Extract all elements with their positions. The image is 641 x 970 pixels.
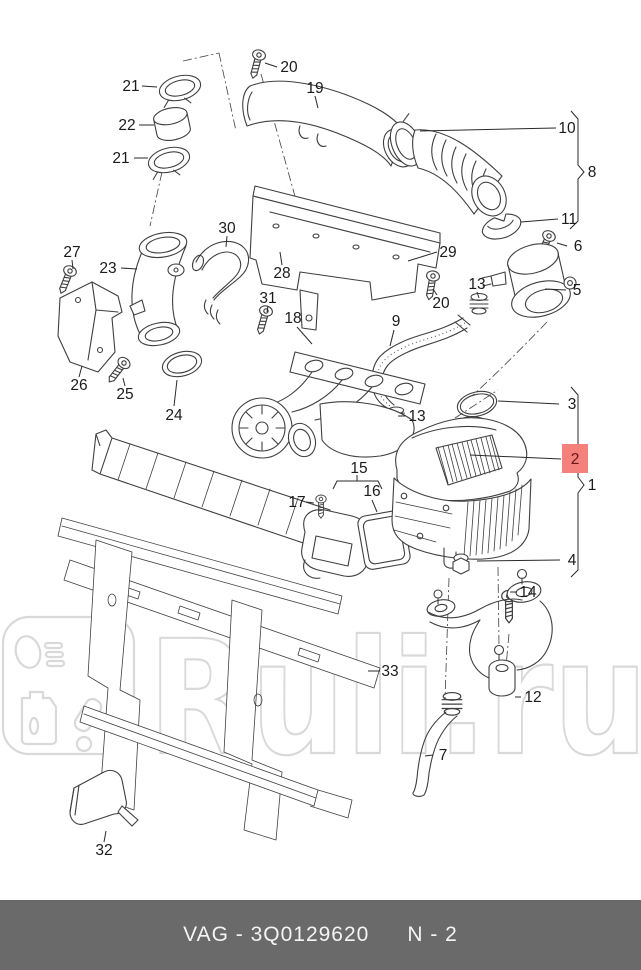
- part-28-bracket-plate: [249, 185, 441, 331]
- callout-14: 14: [519, 584, 537, 601]
- leader-lines: [71, 62, 585, 843]
- part-12-support-bracket: [426, 568, 553, 697]
- callout-24: 24: [165, 407, 183, 424]
- callout-1: 1: [588, 477, 597, 494]
- callout-33: 33: [381, 663, 398, 680]
- callout-labels: 21 22 21 20 19 10 8 11 6 5 27 23 30 28 3…: [63, 59, 596, 859]
- callout-23: 23: [99, 260, 116, 277]
- part-21-clamp-upper: [158, 74, 202, 108]
- part-24-gasket: [161, 350, 203, 378]
- part-23-coolant-pipe: [129, 231, 188, 347]
- callout-18: 18: [284, 310, 301, 327]
- bracket-group-1: [570, 386, 585, 578]
- callout-11: 11: [561, 211, 577, 228]
- footer-catalog-code: VAG - 3Q0129620: [183, 923, 370, 946]
- callout-21-lower: 21: [112, 150, 129, 167]
- callout-8: 8: [588, 164, 597, 181]
- callout-28: 28: [273, 265, 290, 282]
- callout-15: 15: [350, 460, 367, 477]
- part-15-snorkel-duct: [301, 509, 371, 579]
- part-1-airbox-body: [391, 477, 532, 569]
- part-11-clamp: [481, 213, 522, 240]
- callout-32: 32: [95, 842, 112, 859]
- callout-20-mid: 20: [432, 295, 450, 312]
- part-20-screw-top: [245, 47, 268, 81]
- callout-4: 4: [568, 552, 577, 569]
- watermark-headlight-icon: [14, 635, 42, 669]
- callout-25: 25: [116, 386, 133, 403]
- diagram-canvas: Ruli.ru: [1, 47, 641, 859]
- callout-7: 7: [439, 747, 448, 764]
- callout-5: 5: [573, 282, 582, 299]
- watermark-grille-bars-icon: [43, 641, 66, 668]
- part-5-sensor-housing: [481, 243, 577, 318]
- part-33-radiator-support: [57, 517, 381, 841]
- callout-13-upper: 13: [468, 276, 485, 293]
- part-32-sealant-tube: [69, 769, 139, 827]
- footer-page-ref: N - 2: [407, 923, 458, 946]
- callout-21-upper: 21: [122, 78, 139, 95]
- callout-3: 3: [568, 396, 577, 413]
- callout-29: 29: [439, 244, 456, 261]
- part-21-clamp-lower: [147, 146, 191, 180]
- part-18-manifold-turbo: [231, 351, 426, 459]
- callout-27: 27: [63, 244, 80, 261]
- callout-17: 17: [288, 494, 305, 511]
- bracket-group-8: [569, 110, 585, 230]
- turbo-fins: [239, 405, 285, 451]
- callout-13-lower: 13: [408, 408, 425, 425]
- part-31-screw: [252, 303, 275, 337]
- callout-9: 9: [392, 313, 401, 330]
- footer-bar: VAG - 3Q0129620 N - 2: [0, 900, 641, 970]
- part-7-drain-hose: [412, 691, 463, 797]
- callout-22: 22: [118, 117, 135, 134]
- highlight-part-2: [562, 444, 588, 473]
- callout-6: 6: [574, 238, 583, 255]
- callout-12: 12: [524, 689, 541, 706]
- callout-30: 30: [218, 220, 236, 237]
- part-26-heat-shield: [57, 281, 123, 373]
- part-22-sleeve: [153, 107, 191, 141]
- callout-20-top: 20: [280, 59, 298, 76]
- callout-26: 26: [70, 377, 87, 394]
- part-2-airbox-cover: [395, 416, 528, 502]
- bracket-group-15: [332, 475, 383, 490]
- part-3-o-ring: [454, 389, 499, 419]
- callout-2-highlighted: 2: [571, 451, 580, 468]
- part-4-grommet: [452, 553, 470, 575]
- part-8-corrugated-hose: [412, 129, 507, 217]
- part-30-hose: [191, 241, 250, 325]
- watermark-oil-bottle-icon: [20, 690, 58, 746]
- watermark-logo-frame: [1, 615, 136, 756]
- callout-10: 10: [558, 120, 576, 137]
- callout-16: 16: [363, 483, 380, 500]
- callout-31: 31: [259, 290, 276, 307]
- callout-19: 19: [306, 80, 323, 97]
